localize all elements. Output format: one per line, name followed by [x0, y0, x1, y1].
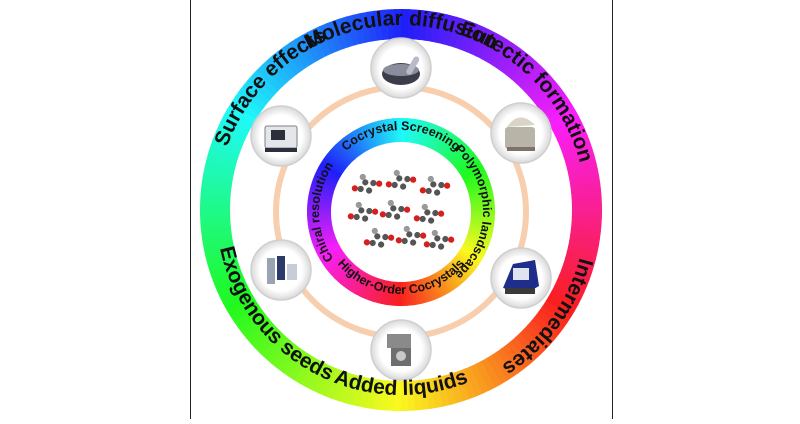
vibratory-mill-icon — [490, 247, 552, 309]
mortar-and-pestle-icon — [370, 37, 432, 99]
syringe-pump-icon — [250, 239, 312, 301]
left-border-line — [190, 0, 191, 419]
outer-rainbow-ring — [200, 9, 602, 411]
right-border-line — [612, 0, 613, 419]
ball-mill-icon — [490, 102, 552, 164]
shaker-mill-icon — [250, 105, 312, 167]
inner-rainbow-ring — [307, 118, 495, 306]
crystal-lattice-icon — [347, 169, 455, 250]
extruder-icon — [370, 319, 432, 381]
